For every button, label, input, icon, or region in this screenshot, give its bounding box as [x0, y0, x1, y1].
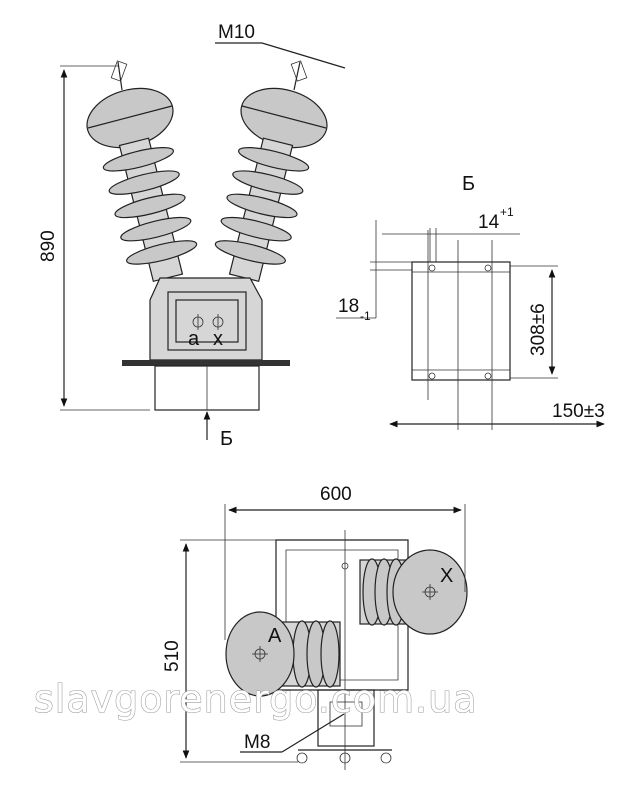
top-bushing-a [225, 611, 341, 697]
section-mark-label: Б [220, 428, 233, 450]
section-view: Б 14 +1 18 -1 308±6 150±3 [336, 173, 605, 430]
left-insulator [86, 60, 198, 283]
right-insulator [214, 60, 328, 283]
top-view: X A M8 600 510 [162, 484, 468, 770]
transformer-housing [122, 277, 290, 411]
front-terminal-x-label: x [213, 328, 223, 350]
section-width-dimension: 150±3 [552, 401, 605, 422]
watermark-text: slavgorenergo.com.ua [34, 677, 477, 721]
top-bushing-x [359, 549, 468, 635]
top-height-dimension: 510 [162, 640, 183, 672]
slot-depth-tolerance: -1 [360, 309, 371, 323]
front-view: a x M10 890 Б [38, 22, 346, 450]
bolt-m8-label: M8 [244, 732, 270, 753]
slot-width-tolerance: +1 [500, 205, 514, 219]
slot-depth-dimension: 18 [338, 296, 359, 317]
top-width-dimension: 600 [320, 484, 352, 505]
slot-width-dimension: 14 [478, 212, 500, 233]
thread-m10-label: M10 [218, 22, 255, 43]
front-terminal-a-label: a [188, 328, 200, 350]
front-height-dimension: 890 [38, 230, 59, 262]
top-terminal-a-label: A [268, 625, 282, 647]
top-terminal-x-label: X [440, 565, 453, 587]
section-view-title: Б [462, 173, 475, 195]
section-height-dimension: 308±6 [528, 303, 549, 356]
